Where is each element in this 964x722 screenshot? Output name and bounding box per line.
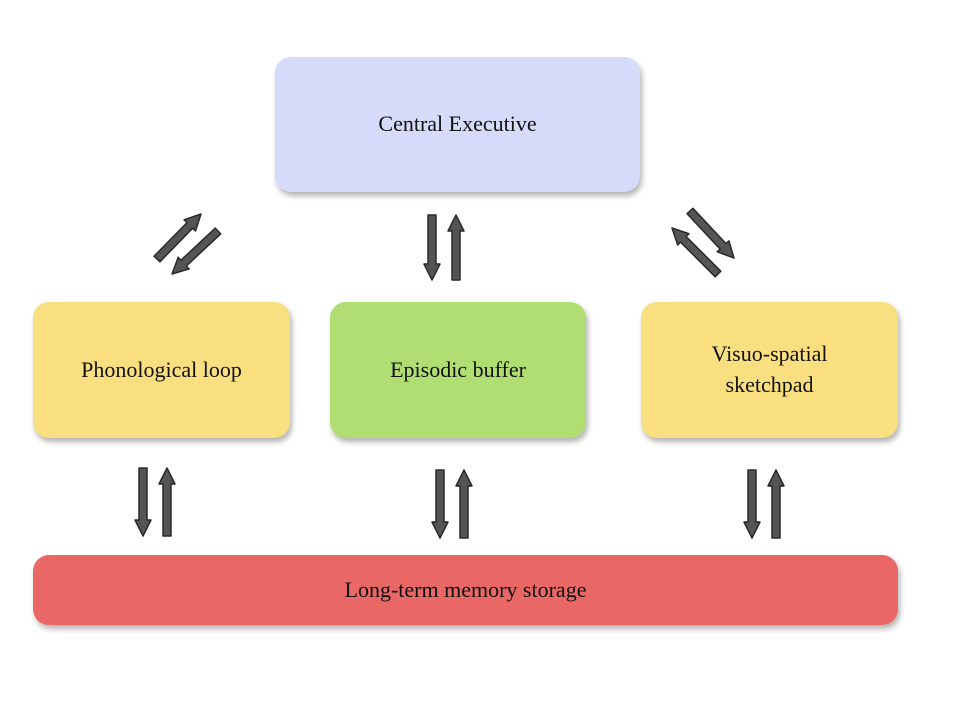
arrow-ltm-to-visuo-icon [767, 469, 785, 539]
arrow-central-to-visuo-icon [686, 207, 735, 259]
arrow-visuo-to-ltm-icon [743, 469, 761, 539]
arrow-episodic-to-central-icon [447, 214, 465, 281]
arrow-ltm-to-phonological-icon [158, 467, 176, 537]
episodic-buffer-box: Episodic buffer [330, 302, 586, 438]
arrow-phonological-to-ltm-icon [134, 467, 152, 537]
visuo-spatial-sketchpad-box: Visuo-spatial sketchpad [641, 302, 898, 438]
episodic-buffer-label: Episodic buffer [390, 356, 526, 382]
arrow-episodic-to-ltm-icon [431, 469, 449, 539]
arrow-visuo-to-central-icon [671, 227, 722, 278]
arrow-ltm-to-episodic-icon [455, 469, 473, 539]
central-executive-box: Central Executive [275, 57, 640, 192]
arrow-central-to-phonological-icon [171, 227, 222, 275]
visuo-spatial-label-line2: sketchpad [725, 372, 814, 397]
long-term-memory-label: Long-term memory storage [344, 576, 587, 602]
phonological-loop-label: Phonological loop [81, 356, 242, 382]
arrow-central-to-episodic-icon [423, 214, 441, 281]
visuo-spatial-label-line1: Visuo-spatial [711, 341, 828, 367]
phonological-loop-box: Phonological loop [33, 302, 290, 438]
arrow-phonological-to-central-icon [153, 213, 202, 263]
central-executive-label: Central Executive [378, 111, 537, 137]
long-term-memory-box: Long-term memory storage [33, 555, 898, 625]
